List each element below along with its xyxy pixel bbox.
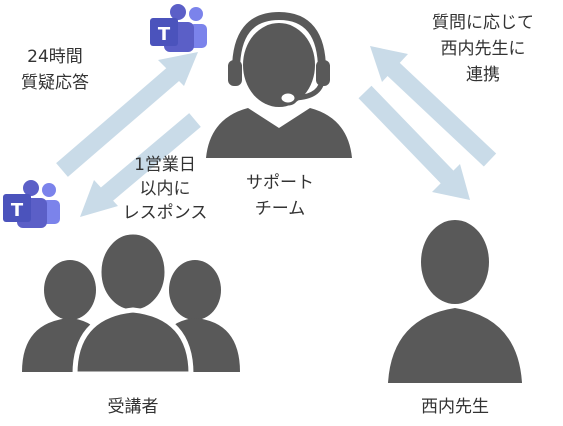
flow-label-24h-line1: 24時間 xyxy=(27,47,83,67)
flow-label-24h-line2: 質疑応答 xyxy=(21,73,89,93)
flow-label-response-line3: レスポンス xyxy=(123,203,208,223)
flow-label-response-line2: 以内に xyxy=(140,179,191,199)
flow-label-collab-line1: 質問に応じて xyxy=(432,13,534,33)
arrow-support-to-nishiuchi xyxy=(358,85,470,200)
arrow-support-to-students xyxy=(80,113,201,217)
arrow-nishiuchi-to-support xyxy=(370,46,497,167)
support-team-label-line1: サポート xyxy=(246,173,314,193)
students-group-icon xyxy=(22,229,240,377)
arrow-students-to-support xyxy=(56,52,198,177)
flow-label-collab-line3: 連携 xyxy=(466,65,500,85)
flow-label-response-line1: 1営業日 xyxy=(134,155,196,175)
flow-label-collab-line2: 西内先生に xyxy=(441,39,526,59)
teams-logo-letter: T xyxy=(158,24,171,45)
students-label: 受講者 xyxy=(108,397,159,417)
teams-logo-icon: T xyxy=(3,180,60,228)
teams-logo-letter: T xyxy=(11,200,24,221)
support-team-label-line2: チーム xyxy=(255,199,306,219)
teams-logo-icon: T xyxy=(150,4,207,52)
nishiuchi-label: 西内先生 xyxy=(421,397,489,417)
nishiuchi-person-icon xyxy=(388,220,522,383)
support-agent-icon xyxy=(206,11,352,158)
